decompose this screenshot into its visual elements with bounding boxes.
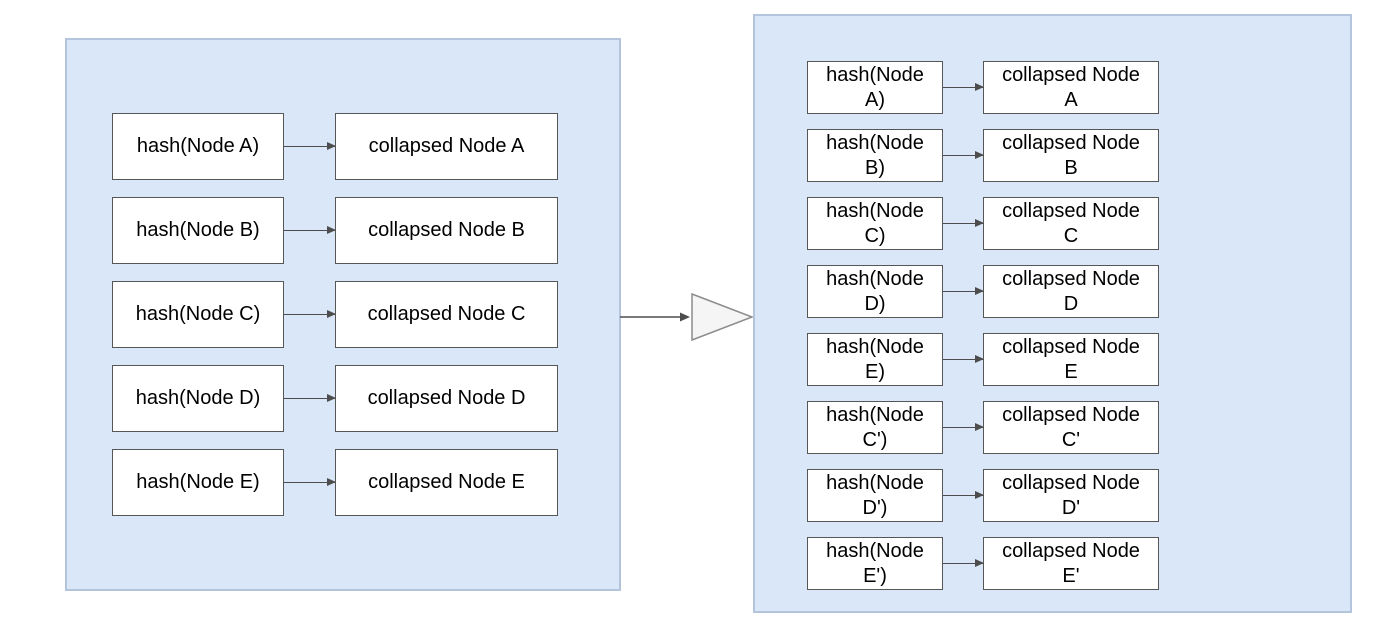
collapsed-node-label: collapsed Node D <box>367 387 526 409</box>
right-arrow-icon <box>943 219 984 227</box>
collapsed-node-label-line1: collapsed Node <box>1002 335 1140 358</box>
mapping-row: hash(Node D) collapsed Node D <box>112 365 619 432</box>
hash-node-box: hash(Node C') <box>807 401 943 454</box>
hash-node-box: hash(Node A) <box>112 113 284 180</box>
hash-node-label: hash(Node B) <box>136 219 260 241</box>
hash-node-label-line1: hash(Node <box>826 131 924 154</box>
hash-node-box: hash(Node D) <box>112 365 284 432</box>
collapsed-node-label-line2: C <box>1063 224 1079 247</box>
collapsed-node-box: collapsed Node D' <box>983 469 1159 522</box>
right-arrow-icon <box>943 83 984 91</box>
collapsed-node-label-line2: D <box>1063 292 1079 315</box>
mapping-row: hash(Node B) collapsed Node B <box>807 129 1350 182</box>
left-panel: hash(Node A) collapsed Node A hash(Node … <box>65 38 621 591</box>
collapsed-node-box: collapsed Node E <box>983 333 1159 386</box>
hash-node-box: hash(Node B) <box>112 197 284 264</box>
hash-node-label-line2: D') <box>862 496 888 519</box>
collapsed-node-label-line2: E <box>1064 360 1078 383</box>
collapsed-node-label-line2: E' <box>1062 564 1080 587</box>
collapsed-node-box: collapsed Node A <box>983 61 1159 114</box>
right-arrow-icon <box>284 478 336 486</box>
collapsed-node-box: collapsed Node C <box>983 197 1159 250</box>
hash-node-label-line2: B) <box>865 156 885 179</box>
collapsed-node-label: collapsed Node C <box>367 303 526 325</box>
right-arrow-icon <box>284 310 336 318</box>
collapsed-node-label-line1: collapsed Node <box>1002 199 1140 222</box>
collapsed-node-box: collapsed Node D <box>335 365 558 432</box>
right-arrow-icon <box>943 559 984 567</box>
mapping-row: hash(Node D') collapsed Node D' <box>807 469 1350 522</box>
hash-node-box: hash(Node E') <box>807 537 943 590</box>
collapsed-node-box: collapsed Node A <box>335 113 558 180</box>
collapsed-node-label-line1: collapsed Node <box>1002 403 1140 426</box>
hash-node-label-line1: hash(Node <box>826 403 924 426</box>
hash-node-label-line1: hash(Node <box>826 199 924 222</box>
collapsed-node-label-line2: D' <box>1061 496 1081 519</box>
hash-node-label-line2: E') <box>863 564 887 587</box>
mapping-row: hash(Node E) collapsed Node E <box>807 333 1350 386</box>
hash-node-box: hash(Node D') <box>807 469 943 522</box>
collapsed-node-box: collapsed Node D <box>983 265 1159 318</box>
mapping-row: hash(Node C') collapsed Node C' <box>807 401 1350 454</box>
mapping-row: hash(Node A) collapsed Node A <box>807 61 1350 114</box>
right-arrow-icon <box>943 423 984 431</box>
hash-node-label-line1: hash(Node <box>826 267 924 290</box>
right-arrow-icon <box>943 287 984 295</box>
mapping-row: hash(Node E) collapsed Node E <box>112 449 619 516</box>
mapping-row: hash(Node C) collapsed Node C <box>112 281 619 348</box>
collapsed-node-box: collapsed Node E <box>335 449 558 516</box>
collapsed-node-label: collapsed Node B <box>368 219 525 241</box>
collapsed-node-label-line2: C' <box>1061 428 1081 451</box>
collapsed-node-box: collapsed Node C <box>335 281 558 348</box>
mapping-row: hash(Node D) collapsed Node D <box>807 265 1350 318</box>
hash-node-label-line2: D) <box>864 292 886 315</box>
hash-node-box: hash(Node C) <box>807 197 943 250</box>
right-arrow-icon <box>284 226 336 234</box>
hash-node-label-line1: hash(Node <box>826 335 924 358</box>
hash-node-label-line2: A) <box>865 88 885 111</box>
hash-node-label-line2: E) <box>865 360 885 383</box>
collapsed-node-box: collapsed Node B <box>983 129 1159 182</box>
collapsed-node-box: collapsed Node B <box>335 197 558 264</box>
right-arrow-icon <box>284 142 336 150</box>
mapping-row: hash(Node A) collapsed Node A <box>112 113 619 180</box>
right-panel: hash(Node A) collapsed Node A hash(Node … <box>753 14 1352 613</box>
collapsed-node-label-line1: collapsed Node <box>1002 267 1140 290</box>
collapsed-node-label: collapsed Node E <box>368 471 525 493</box>
collapsed-node-label-line2: A <box>1064 88 1078 111</box>
hash-node-label: hash(Node D) <box>135 387 261 409</box>
collapsed-node-label-line1: collapsed Node <box>1002 471 1140 494</box>
mapping-row: hash(Node E') collapsed Node E' <box>807 537 1350 590</box>
hash-node-label-line2: C') <box>862 428 888 451</box>
hash-node-label: hash(Node E) <box>136 471 260 493</box>
right-arrow-icon <box>943 355 984 363</box>
collapsed-node-label: collapsed Node A <box>368 135 525 157</box>
hash-node-box: hash(Node D) <box>807 265 943 318</box>
right-arrow-icon <box>943 491 984 499</box>
hash-node-label: hash(Node A) <box>136 135 260 157</box>
transform-arrow-icon <box>620 292 755 342</box>
hash-node-label-line1: hash(Node <box>826 539 924 562</box>
hash-node-box: hash(Node B) <box>807 129 943 182</box>
right-arrow-icon <box>284 394 336 402</box>
hash-node-label-line1: hash(Node <box>826 63 924 86</box>
hash-node-label-line2: C) <box>864 224 886 247</box>
collapsed-node-box: collapsed Node C' <box>983 401 1159 454</box>
collapsed-node-label-line1: collapsed Node <box>1002 131 1140 154</box>
mapping-row: hash(Node C) collapsed Node C <box>807 197 1350 250</box>
hash-node-box: hash(Node C) <box>112 281 284 348</box>
mapping-row: hash(Node B) collapsed Node B <box>112 197 619 264</box>
collapsed-node-label-line1: collapsed Node <box>1002 539 1140 562</box>
collapsed-node-label-line1: collapsed Node <box>1002 63 1140 86</box>
right-arrow-icon <box>943 151 984 159</box>
collapsed-node-box: collapsed Node E' <box>983 537 1159 590</box>
hash-node-label: hash(Node C) <box>135 303 261 325</box>
hash-node-box: hash(Node A) <box>807 61 943 114</box>
collapsed-node-label-line2: B <box>1064 156 1078 179</box>
hash-node-box: hash(Node E) <box>112 449 284 516</box>
hash-node-box: hash(Node E) <box>807 333 943 386</box>
hash-node-label-line1: hash(Node <box>826 471 924 494</box>
